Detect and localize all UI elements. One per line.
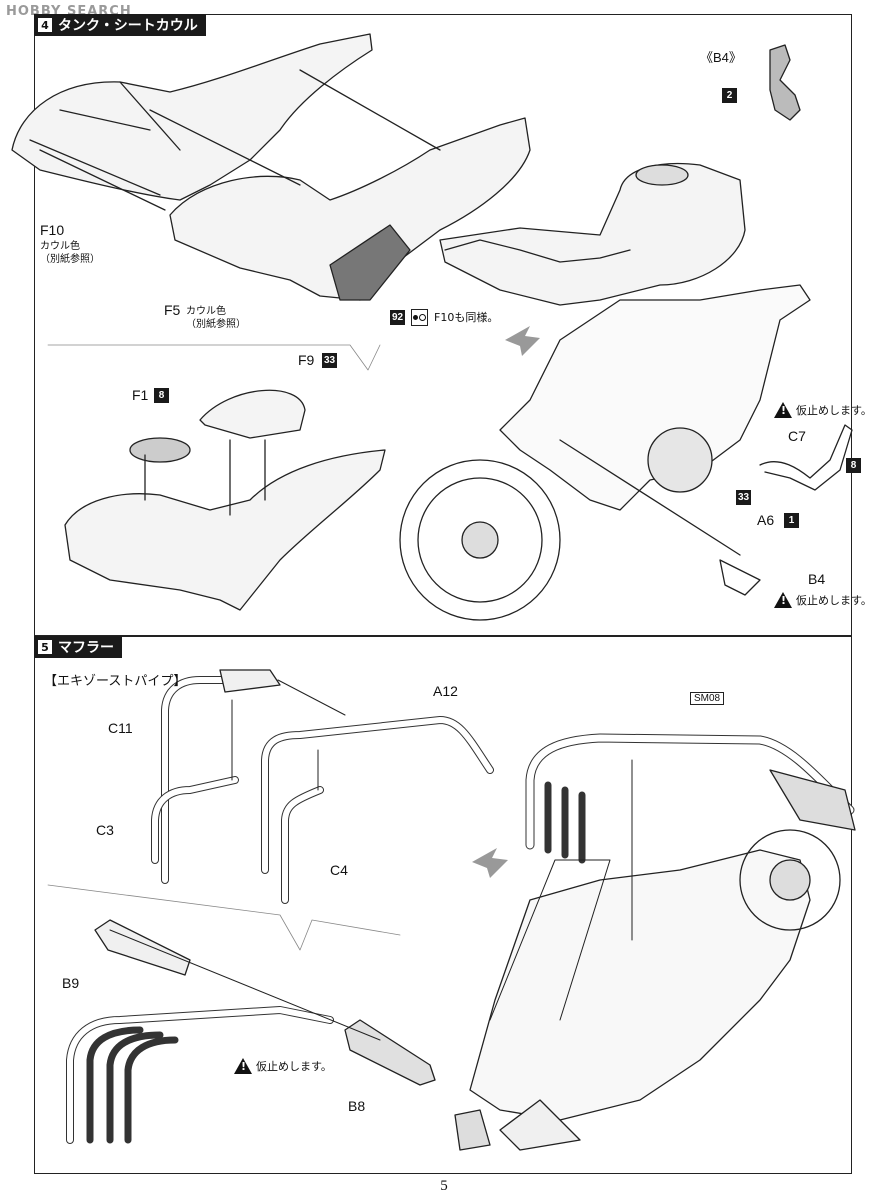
paint-badge-8-f1: 8 xyxy=(154,388,169,403)
paint-badge-2: 2 xyxy=(722,88,737,103)
rear-wheel xyxy=(399,459,561,621)
f5-cowl-part xyxy=(169,117,531,301)
exhaust-pipe-subtitle: 【エキゾーストパイプ】 xyxy=(44,673,187,688)
c11-pipe-part xyxy=(161,676,229,884)
sm08-label: SM08 xyxy=(690,692,725,705)
paint-badge-33: 33 xyxy=(736,490,751,505)
b4-bracket-part xyxy=(769,44,801,121)
warning-icon xyxy=(774,402,792,418)
assembled-bike-part xyxy=(469,849,811,1121)
b9-heatshield-part xyxy=(94,919,191,976)
page-number: 5 xyxy=(440,1178,448,1194)
f5-reference-note: （別紙参照） xyxy=(186,319,246,330)
tank-seat-part xyxy=(64,449,386,611)
warning-b4-text: 仮止めします。 xyxy=(796,594,872,607)
c3-label: C3 xyxy=(96,822,114,838)
f10-reference-note: （別紙参照） xyxy=(40,254,100,265)
b8-muffler-part xyxy=(344,1019,436,1086)
b9-label: B9 xyxy=(62,975,80,991)
c7-label: C7 xyxy=(788,428,806,444)
a12-pipe-part xyxy=(261,716,494,874)
f10-same-note: F10も同様。 xyxy=(434,311,499,324)
f10-color-note: カウル色 xyxy=(40,241,80,252)
f5-label: F5 xyxy=(164,302,181,318)
f1-label: F1 xyxy=(132,387,149,403)
f9-seat-part xyxy=(199,389,306,439)
b8-label: B8 xyxy=(348,1098,366,1114)
warning-top-text: 仮止めします。 xyxy=(796,404,872,417)
f5-color-note: カウル色 xyxy=(186,306,226,317)
c7-hose-part xyxy=(759,424,853,491)
warning-exhaust: 仮止めします。 xyxy=(234,1058,332,1074)
warning-b4: 仮止めします。 xyxy=(774,592,872,608)
f1-cap-part xyxy=(129,437,191,463)
warning-icon xyxy=(774,592,792,608)
step-4-header: 4 タンク・シートカウル xyxy=(34,14,206,36)
frame-part xyxy=(499,284,811,511)
c11-label: C11 xyxy=(108,720,133,736)
a6-label: A6 xyxy=(757,512,775,528)
f10-cowl-part xyxy=(11,33,373,201)
paint-badge-92: 92 xyxy=(390,310,405,325)
paint-badge-8-c7: 8 xyxy=(846,458,861,473)
paint-badge-1-a6: 1 xyxy=(784,513,799,528)
a12-label: A12 xyxy=(433,683,458,699)
front-wheel xyxy=(739,829,841,931)
warning-icon xyxy=(234,1058,252,1074)
b4-reference-label: 《B4》 xyxy=(700,50,742,65)
step-4-number: 4 xyxy=(38,18,52,32)
step-5-panel xyxy=(34,636,852,1174)
step-5-header: 5 マフラー xyxy=(34,636,122,658)
step-4-panel xyxy=(34,14,852,636)
f9-label: F9 xyxy=(298,352,315,368)
step-5-number: 5 xyxy=(38,640,52,654)
c4-label: C4 xyxy=(330,862,348,878)
paint-badge-33-f9: 33 xyxy=(322,353,337,368)
tank-assembly-part xyxy=(439,162,746,306)
glue-icon xyxy=(411,309,428,326)
b4-label: B4 xyxy=(808,571,826,587)
warning-top: 仮止めします。 xyxy=(774,402,872,418)
step-5-title: マフラー xyxy=(58,640,114,656)
f10-label: F10 xyxy=(40,222,65,238)
warning-exhaust-text: 仮止めします。 xyxy=(256,1060,332,1073)
step-4-title: タンク・シートカウル xyxy=(58,18,198,34)
